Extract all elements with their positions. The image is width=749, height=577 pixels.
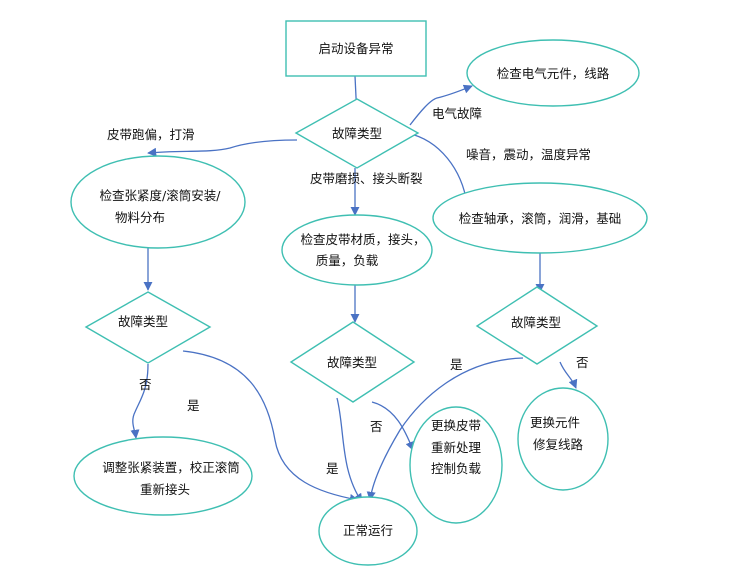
normal-label: 正常运行	[343, 523, 393, 538]
start-label: 启动设备异常	[318, 41, 393, 56]
label-right-yes: 是	[450, 357, 463, 372]
check-bearing-label: 检查轴承，滚筒，润滑，基础	[459, 211, 622, 226]
check-tension-line-1: 检查张紧度/滚筒安装/	[100, 188, 222, 203]
edge-mid-no-to-replace-belt	[371, 401, 415, 451]
replace-parts-line-1: 更换元件	[530, 415, 580, 430]
node-start[interactable]: 启动设备异常	[285, 20, 427, 77]
node-decision-right[interactable]: 故障类型	[475, 286, 599, 365]
decision-left-label: 故障类型	[118, 314, 168, 329]
decision-main-label: 故障类型	[332, 126, 382, 141]
node-replace-belt[interactable]: 更换皮带 重新处理 控制负载	[409, 406, 503, 524]
label-left-no: 否	[139, 377, 152, 392]
label-right-no: 否	[576, 355, 589, 370]
label-left-yes: 是	[187, 398, 200, 413]
adjust-line-1: 调整张紧装置，校正滚筒	[102, 460, 240, 475]
adjust-line-2: 重新接头	[140, 482, 190, 497]
node-check-electrical[interactable]: 检查电气元件，线路	[466, 39, 640, 107]
node-adjust[interactable]: 调整张紧装置，校正滚筒 重新接头	[73, 436, 253, 516]
edge-decision-to-electrical	[409, 84, 473, 126]
label-noise: 噪音，震动，温度异常	[466, 147, 591, 162]
node-check-belt[interactable]: 检查皮带材质，接头， 质量，负载	[281, 214, 433, 286]
check-belt-line-2: 质量，负载	[316, 253, 379, 268]
label-mid-no: 否	[370, 419, 383, 434]
edge-left-no-to-adjust	[130, 363, 149, 439]
node-check-tension[interactable]: 检查张紧度/滚筒安装/ 物料分布	[70, 155, 246, 249]
check-tension-line-2: 物料分布	[115, 210, 165, 225]
node-decision-mid[interactable]: 故障类型	[289, 321, 416, 403]
node-check-bearing[interactable]: 检查轴承，滚筒，润滑，基础	[432, 182, 648, 254]
node-replace-parts[interactable]: 更换元件 修复线路	[517, 387, 609, 491]
label-belt-deviation: 皮带跑偏，打滑	[107, 127, 195, 142]
node-normal[interactable]: 正常运行	[318, 496, 418, 566]
edge-left-yes-to-normal	[182, 350, 359, 503]
node-decision-left[interactable]: 故障类型	[84, 291, 212, 364]
edge-mid-yes-to-normal	[336, 397, 363, 503]
replace-belt-line-3: 控制负载	[431, 461, 482, 476]
label-electrical-fault: 电气故障	[432, 106, 482, 121]
edge-decision-to-bearing	[406, 132, 471, 205]
label-mid-yes: 是	[326, 461, 339, 476]
replace-belt-line-2: 重新处理	[431, 440, 482, 455]
node-decision-main[interactable]: 故障类型	[294, 98, 420, 169]
edge-labels: 电气故障 皮带跑偏，打滑 皮带磨损、接头断裂 噪音，震动，温度异常 否 是 是 …	[107, 106, 591, 476]
check-electrical-label: 检查电气元件，线路	[497, 66, 610, 81]
check-belt-line-1: 检查皮带材质，接头，	[300, 232, 425, 247]
connectors	[130, 75, 578, 503]
edge-decision-to-tension	[147, 139, 298, 157]
replace-belt-line-1: 更换皮带	[431, 418, 481, 433]
edge-right-yes-to-normal	[366, 357, 524, 501]
decision-right-label: 故障类型	[511, 315, 561, 330]
decision-mid-label: 故障类型	[327, 355, 377, 370]
edge-right-no-to-replace-parts	[559, 361, 578, 389]
label-belt-wear: 皮带磨损、接头断裂	[310, 171, 423, 186]
replace-parts-line-2: 修复线路	[533, 437, 584, 452]
